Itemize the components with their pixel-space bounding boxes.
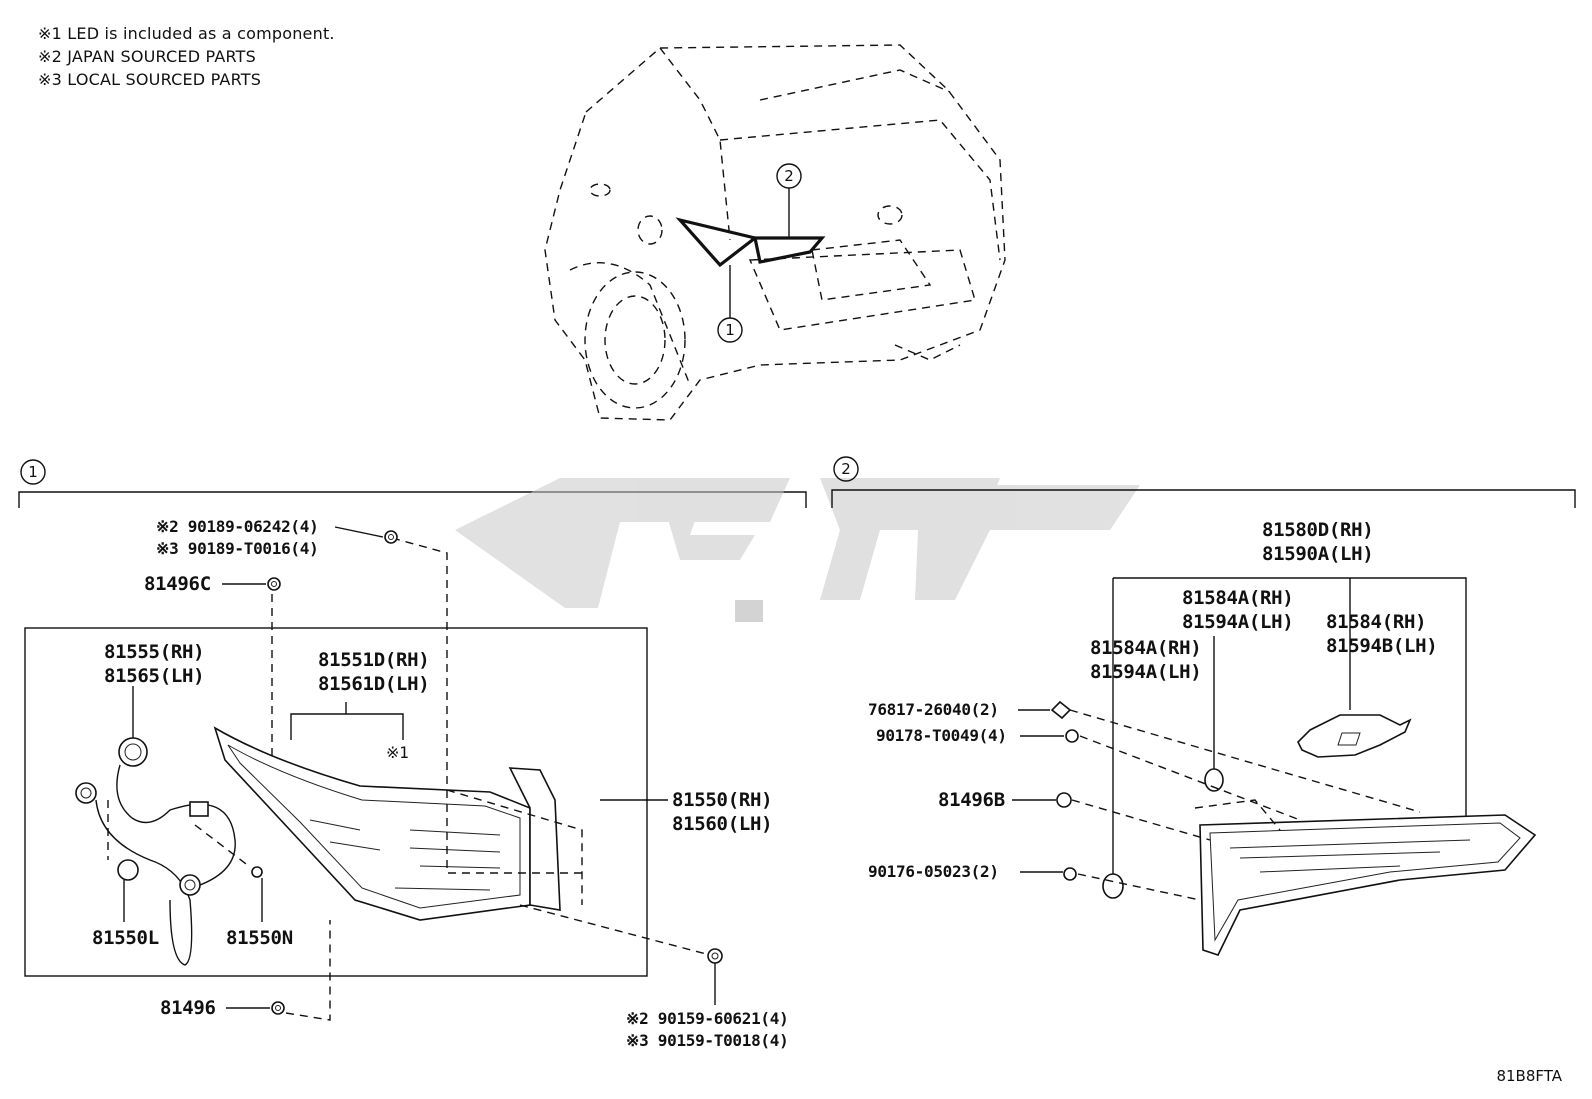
label-gasket-left-rh: 81584A(RH) (1090, 637, 1202, 659)
screw-90189 (384, 530, 398, 544)
label-clip-81496: 81496 (160, 997, 216, 1019)
section-1-number: 1 (28, 463, 38, 481)
note-local-sourced: ※3 LOCAL SOURCED PARTS (38, 70, 262, 89)
label-screw-top-local: ※3 90189-T0016(4) (156, 539, 319, 558)
label-gasket-upper-rh: 81584A(RH) (1182, 587, 1294, 609)
callout-2-badge (776, 163, 802, 189)
label-lens-rh: 81551D(RH) (318, 649, 430, 671)
label-clip-81496b: 81496B (938, 789, 1005, 811)
label-screw-90176: 90176-05023(2) (868, 862, 999, 881)
label-clip-81496c: 81496C (144, 573, 211, 595)
callout-1-number: 1 (725, 321, 735, 339)
label-gasket-plate-rh: 81584(RH) (1326, 611, 1427, 633)
label-nut-local: ※3 90159-T0018(4) (626, 1031, 789, 1050)
label-socket-lh: 81565(LH) (104, 665, 205, 687)
section-2-number: 2 (841, 460, 851, 478)
section-1-group: 1 (18, 459, 807, 1021)
label-led-note: ※1 (386, 743, 409, 762)
label-inner-lamp-rh: 81580D(RH) (1262, 519, 1374, 541)
label-bulb-81550l: 81550L (92, 927, 159, 949)
label-inner-lamp-lh: 81590A(LH) (1262, 543, 1374, 565)
socket-harness (75, 686, 263, 966)
nut-90159 (707, 948, 723, 964)
callout-2-number: 2 (784, 167, 794, 185)
label-socket-rh: 81555(RH) (104, 641, 205, 663)
gasket-plate (1297, 714, 1412, 758)
inner-lamp-highlight (753, 236, 826, 264)
section-2-group: 2 (831, 456, 1576, 956)
watermark (455, 478, 1140, 622)
screw-90178 (1065, 729, 1079, 743)
label-gasket-left-lh: 81594A(LH) (1090, 661, 1202, 683)
label-screw-top-japan: ※2 90189-06242(4) (156, 517, 319, 536)
screw-90176 (1063, 867, 1077, 881)
callout-1-badge (717, 317, 743, 343)
note-led: ※1 LED is included as a component. (38, 24, 335, 43)
bulb-socket-inset (24, 627, 648, 977)
label-lamp-lh: 81560(LH) (672, 813, 773, 835)
clip-81496c (267, 577, 281, 591)
label-clip-76817: 76817-26040(2) (868, 700, 999, 719)
vehicle-illustration: 2 1 (544, 44, 1006, 421)
diagram-code: 81B8FTA (1496, 1067, 1562, 1085)
label-gasket-upper-lh: 81594A(LH) (1182, 611, 1294, 633)
clip-76817 (1050, 700, 1072, 720)
label-lens-lh: 81561D(LH) (318, 673, 430, 695)
label-bulb-81550n: 81550N (226, 927, 293, 949)
note-japan-sourced: ※2 JAPAN SOURCED PARTS (38, 47, 257, 66)
label-lamp-rh: 81550(RH) (672, 789, 773, 811)
gasket-upper (1204, 768, 1224, 792)
gasket-left (1102, 873, 1124, 899)
label-screw-90178: 90178-T0049(4) (876, 726, 1007, 745)
clip-81496b (1056, 792, 1072, 808)
label-nut-japan: ※2 90159-60621(4) (626, 1009, 789, 1028)
inner-tail-lamp (1199, 814, 1537, 956)
clip-81496 (271, 1001, 285, 1015)
outer-lamp-highlight (675, 217, 759, 268)
label-gasket-plate-lh: 81594B(LH) (1326, 635, 1438, 657)
